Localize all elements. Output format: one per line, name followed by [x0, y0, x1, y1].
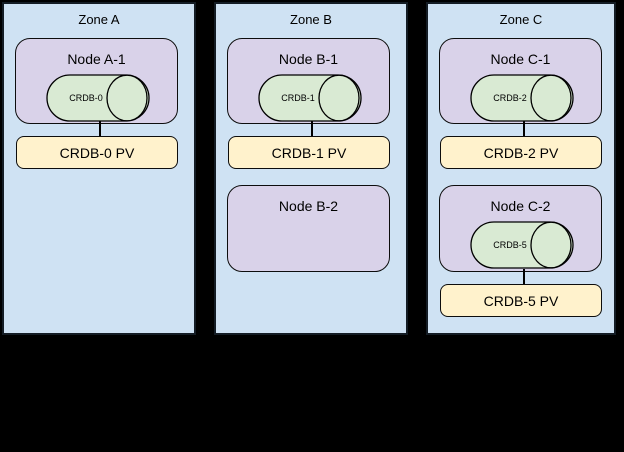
node-c2: Node C-2 CRDB-5 — [439, 185, 602, 272]
connector-node-b1-to-pv — [311, 121, 313, 138]
connector-node-c1-to-pv — [523, 121, 525, 138]
node-c1: Node C-1 CRDB-2 — [439, 38, 602, 124]
crdb-0-pv-label: CRDB-0 PV — [59, 144, 135, 161]
connector-node-c2-to-pv — [523, 269, 525, 286]
zone-c: Zone C Node C-1 CRDB-2 CRDB-2 PV Node C-… — [426, 2, 616, 335]
crdb-5-label: CRDB-5 — [493, 240, 527, 250]
crdb-2-pv-box: CRDB-2 PV — [440, 136, 602, 169]
node-b1-label: Node B-1 — [278, 51, 339, 67]
cylinder-icon — [46, 74, 150, 122]
crdb-5-database-cylinder: CRDB-5 — [470, 221, 574, 269]
crdb-2-pv-label: CRDB-2 PV — [483, 144, 559, 161]
crdb-2-label: CRDB-2 — [493, 93, 527, 103]
node-a1-label: Node A-1 — [67, 51, 126, 67]
connector-node-a1-to-pv — [99, 121, 101, 138]
crdb-5-pv-label: CRDB-5 PV — [483, 292, 559, 309]
node-c1-label: Node C-1 — [490, 51, 551, 67]
node-b2-label: Node B-2 — [278, 198, 339, 214]
cylinder-icon — [470, 74, 574, 122]
zone-b-label: Zone B — [290, 12, 332, 27]
cylinder-icon — [258, 74, 362, 122]
crdb-5-pv-box: CRDB-5 PV — [440, 284, 602, 317]
crdb-0-pv-box: CRDB-0 PV — [16, 136, 178, 169]
crdb-1-pv-label: CRDB-1 PV — [271, 144, 347, 161]
node-b2: Node B-2 — [227, 185, 390, 272]
crdb-0-database-cylinder: CRDB-0 — [46, 74, 150, 122]
node-c2-label: Node C-2 — [490, 198, 551, 214]
crdb-1-pv-box: CRDB-1 PV — [228, 136, 390, 169]
cylinder-icon — [470, 221, 574, 269]
zone-c-label: Zone C — [499, 12, 543, 27]
crdb-0-label: CRDB-0 — [69, 93, 103, 103]
crdb-1-label: CRDB-1 — [281, 93, 315, 103]
zone-a-label: Zone A — [78, 12, 120, 27]
node-b1: Node B-1 CRDB-1 — [227, 38, 390, 124]
crdb-2-database-cylinder: CRDB-2 — [470, 74, 574, 122]
crdb-1-database-cylinder: CRDB-1 — [258, 74, 362, 122]
zone-a: Zone A Node A-1 CRDB-0 CRDB-0 PV — [2, 2, 196, 335]
zone-b: Zone B Node B-1 CRDB-1 CRDB-1 PV Node B-… — [214, 2, 408, 335]
node-a1: Node A-1 CRDB-0 — [15, 38, 178, 124]
